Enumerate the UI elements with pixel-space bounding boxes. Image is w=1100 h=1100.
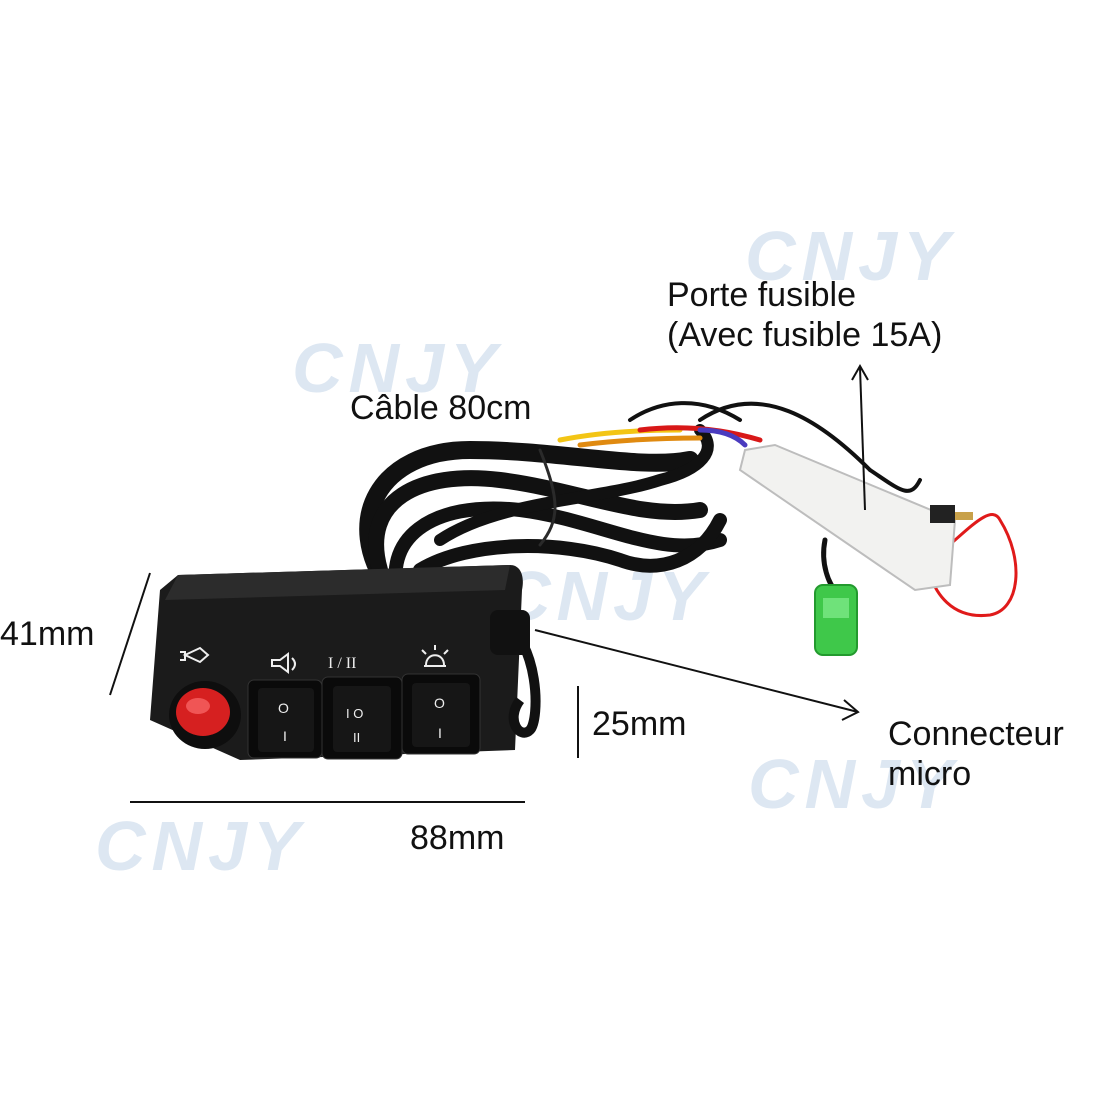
switch-legend: I / II: [328, 655, 356, 672]
mic-connector-label-line1: Connecteur: [888, 715, 1064, 753]
mic-connector-label-line2: micro: [888, 755, 972, 793]
horn-icon: [180, 646, 210, 664]
watermark-text: CNJY: [95, 807, 306, 885]
annotation-lines: [109, 363, 869, 803]
fuse-arrow-line: [859, 367, 866, 511]
green-connector: [814, 584, 858, 656]
fuse-holder: [738, 443, 973, 592]
horn-button: [169, 681, 241, 749]
connector-arrow-line: [534, 629, 859, 713]
rocker-middle-top: I O: [346, 706, 363, 721]
watermark-text: CNJY: [745, 217, 956, 295]
colored-wires: [557, 425, 1018, 617]
fuse-arrow-head: [851, 363, 869, 381]
rocker-right-bottom: I: [438, 725, 442, 741]
fuse-holder-label-line2: (Avec fusible 15A): [667, 316, 943, 354]
rocker-middle-bottom: II: [353, 730, 360, 745]
watermark-text: CNJY: [748, 745, 959, 823]
width-label: 88mm: [410, 819, 505, 857]
siren-speaker-icon: [271, 652, 296, 674]
beacon-light-icon: [421, 645, 449, 667]
connector-arrow-head: [841, 699, 860, 721]
watermark-text: CNJY: [500, 557, 711, 635]
fuse-holder-label: Porte fusible (Avec fusible 15A): [667, 275, 942, 355]
rocker-right-top: O: [434, 695, 445, 711]
rocker-left-top: O: [278, 700, 289, 716]
rocker-switch-middle: I O II: [321, 676, 403, 760]
height-dimension-line: [109, 572, 151, 696]
mic-connector-label: Connecteur micro: [888, 714, 1064, 794]
depth-label: 25mm: [592, 705, 687, 743]
watermark-text: CNJY: [292, 329, 503, 407]
rocker-switch-right: O I: [401, 673, 481, 755]
watermark-group: CNJY CNJY CNJY CNJY CNJY: [95, 217, 959, 885]
height-label: 41mm: [0, 615, 95, 653]
rocker-left-bottom: I: [283, 728, 287, 744]
fuse-holder-label-line1: Porte fusible: [667, 276, 856, 314]
rocker-switch-left: O I: [247, 679, 323, 759]
cable-bundle: [359, 401, 922, 607]
cable-length-label: Câble 80cm: [350, 389, 532, 427]
